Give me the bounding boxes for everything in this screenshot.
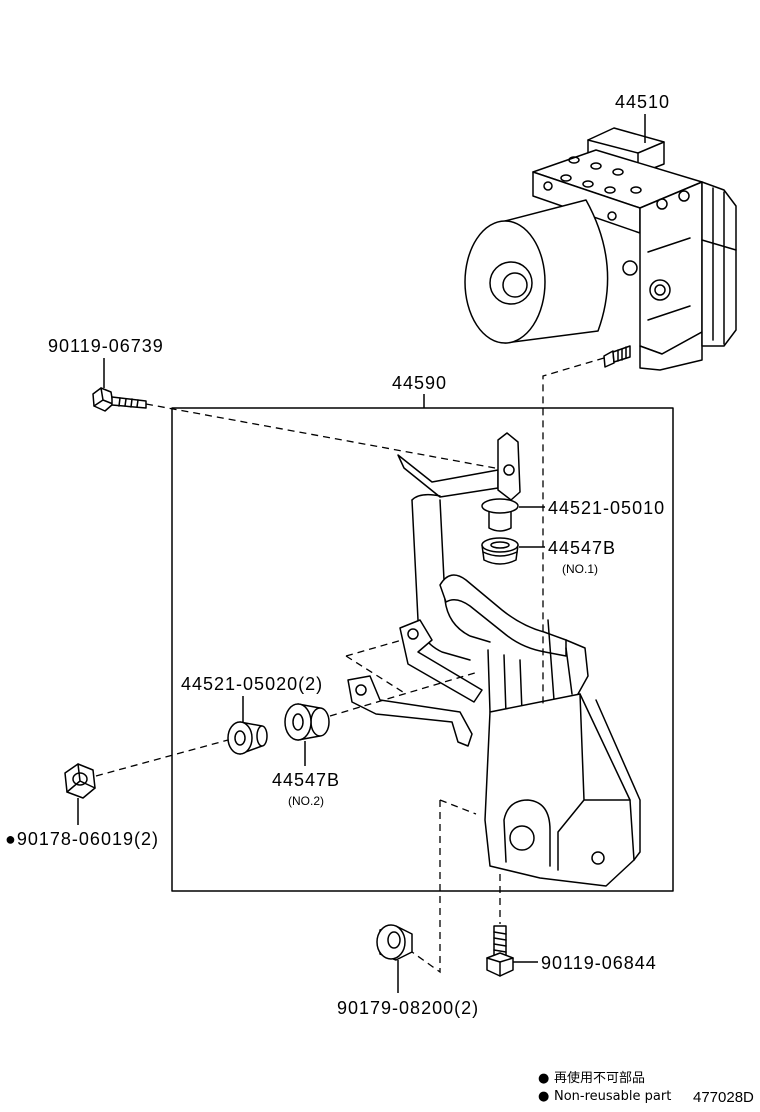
callout-nut-lower[interactable]: 90179-08200(2): [337, 998, 479, 1018]
callout-nut-left[interactable]: ●90178-06019(2): [5, 829, 159, 849]
leader-lines: [77, 114, 646, 993]
bolt-upper-drawing: [92, 387, 147, 412]
legend-item-ja: 再使用不可部品: [554, 1070, 645, 1086]
bracket-drawing: [347, 432, 641, 887]
legend-marker: ●: [538, 1089, 549, 1104]
callout-collar-no2[interactable]: 44521-05020(2): [181, 674, 323, 694]
nut-left-drawing: [64, 763, 96, 799]
legend-marker: ●: [538, 1071, 549, 1086]
abs-actuator-drawing: [464, 127, 737, 371]
callout-abs-actuator[interactable]: 44510: [615, 92, 670, 112]
cushion-no2-note: (NO.2): [288, 794, 324, 808]
illustration-id: 477028D: [693, 1089, 754, 1106]
cushion-no1-drawing: [481, 537, 519, 565]
callout-bolt-lower[interactable]: 90119-06844: [541, 953, 657, 973]
bracket-assembly-frame: [171, 407, 674, 892]
collar-no2-drawing: [227, 721, 268, 755]
callout-collar-no1[interactable]: 44521-05010: [548, 498, 665, 518]
callout-cushion-no1[interactable]: 44547B: [548, 538, 616, 558]
collar-no1-drawing: [481, 498, 519, 532]
callout-bolt-upper[interactable]: 90119-06739: [48, 336, 164, 356]
callout-cushion-no2[interactable]: 44547B: [272, 770, 340, 790]
cushion-no2-drawing: [284, 703, 330, 741]
nut-lower-drawing: [376, 924, 413, 961]
bolt-lower-drawing: [486, 925, 514, 977]
legend-item-en: Non-reusable part: [554, 1089, 671, 1104]
callout-bracket[interactable]: 44590: [392, 373, 447, 393]
legend: ● 再使用不可部品 ● Non-reusable part: [538, 1070, 671, 1104]
assembly-lines: [95, 357, 605, 974]
cushion-no1-note: (NO.1): [562, 562, 598, 576]
